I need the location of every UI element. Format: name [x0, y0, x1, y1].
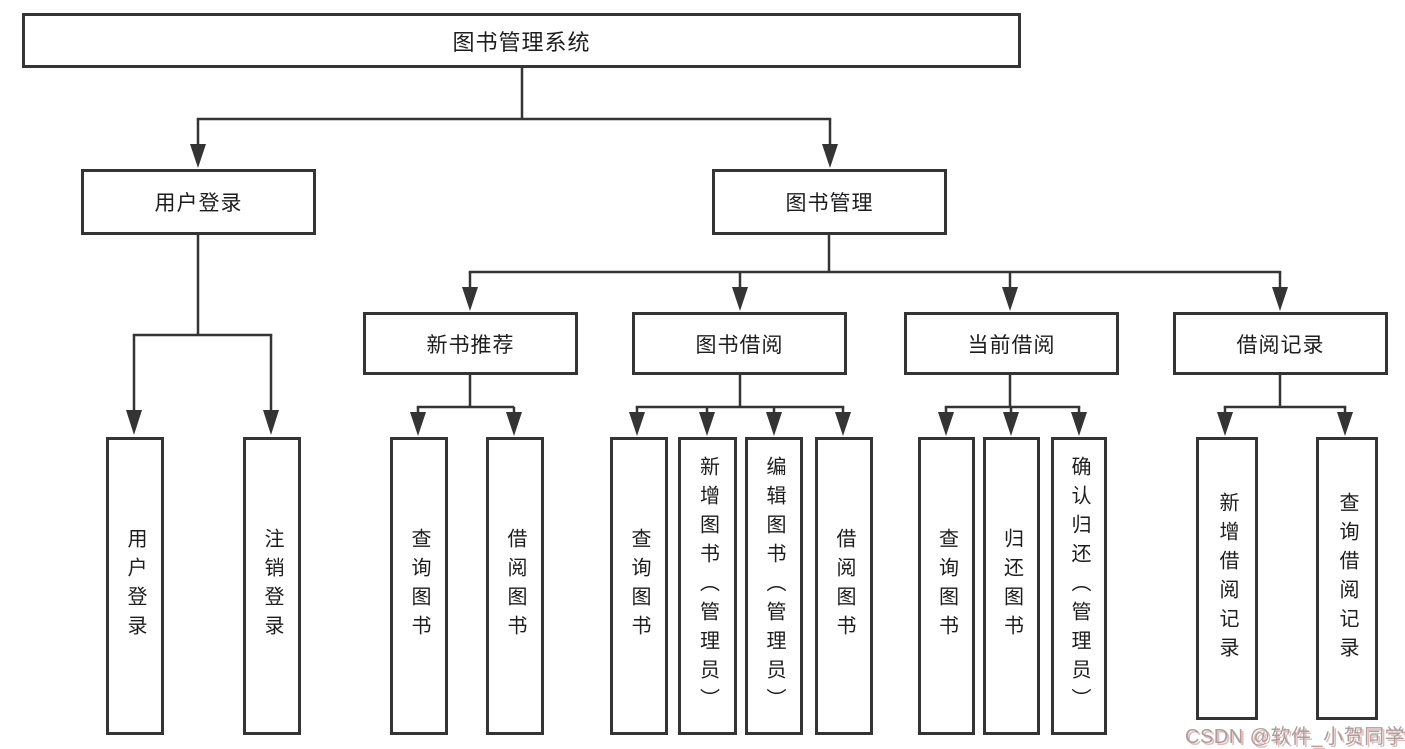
- node-book-borrowing-label: 图书借阅: [695, 333, 784, 357]
- node-user-login: 用户登录: [81, 169, 316, 235]
- leaf-borrowing-add-books-admin-label: 新增图书（管理员）: [696, 455, 719, 717]
- leaf-borrowing-edit-books-admin-label: 编辑图书（管理员）: [763, 455, 785, 717]
- leaf-records-add-record: 新增借阅记录: [1196, 437, 1258, 720]
- node-book-management: 图书管理: [712, 169, 947, 235]
- leaf-current-query-books: 查询图书: [918, 437, 975, 735]
- leaf-borrowing-borrow-books: 借阅图书: [815, 437, 873, 735]
- leaf-current-return-books: 归还图书: [983, 437, 1040, 735]
- leaf-records-query-record: 查询借阅记录: [1316, 437, 1378, 720]
- leaf-newbooks-borrow-books-label: 借阅图书: [504, 528, 526, 644]
- leaf-newbooks-query-books: 查询图书: [390, 437, 448, 735]
- leaf-borrowing-query-books-label: 查询图书: [628, 528, 650, 644]
- leaf-logout: 注销登录: [243, 437, 301, 735]
- leaf-newbooks-query-books-label: 查询图书: [408, 528, 430, 644]
- node-root: 图书管理系统: [22, 13, 1021, 68]
- node-borrowing-records-label: 借阅记录: [1236, 333, 1325, 357]
- node-book-borrowing: 图书借阅: [632, 312, 847, 375]
- node-root-label: 图书管理系统: [452, 29, 591, 55]
- leaf-borrowing-borrow-books-label: 借阅图书: [833, 528, 855, 644]
- csdn-watermark: CSDN @软件_小贺同学: [1185, 726, 1405, 748]
- node-new-book-recommend-label: 新书推荐: [426, 333, 515, 357]
- leaf-borrowing-query-books: 查询图书: [610, 437, 668, 735]
- node-book-management-label: 图书管理: [785, 192, 874, 215]
- node-user-login-label: 用户登录: [154, 192, 243, 215]
- leaf-user-login-label: 用户登录: [124, 528, 146, 644]
- leaf-current-return-books-label: 归还图书: [1000, 528, 1023, 644]
- leaf-current-confirm-return-admin: 确认归还（管理员）: [1051, 437, 1107, 735]
- leaf-current-confirm-return-admin-label: 确认归还（管理员）: [1068, 455, 1090, 717]
- node-borrowing-records: 借阅记录: [1173, 312, 1388, 375]
- node-current-borrowing-label: 当前借阅: [967, 333, 1056, 357]
- leaf-records-add-record-label: 新增借阅记录: [1216, 491, 1238, 666]
- leaf-user-login: 用户登录: [106, 437, 164, 735]
- leaf-newbooks-borrow-books: 借阅图书: [486, 437, 544, 735]
- leaf-current-query-books-label: 查询图书: [935, 528, 958, 644]
- arrowheads: [126, 144, 1353, 436]
- leaf-borrowing-edit-books-admin: 编辑图书（管理员）: [745, 437, 803, 735]
- leaf-logout-label: 注销登录: [261, 528, 283, 644]
- node-new-book-recommend: 新书推荐: [363, 312, 578, 375]
- leaf-records-query-record-label: 查询借阅记录: [1336, 491, 1358, 666]
- node-current-borrowing: 当前借阅: [904, 312, 1119, 375]
- leaf-borrowing-add-books-admin: 新增图书（管理员）: [678, 437, 737, 735]
